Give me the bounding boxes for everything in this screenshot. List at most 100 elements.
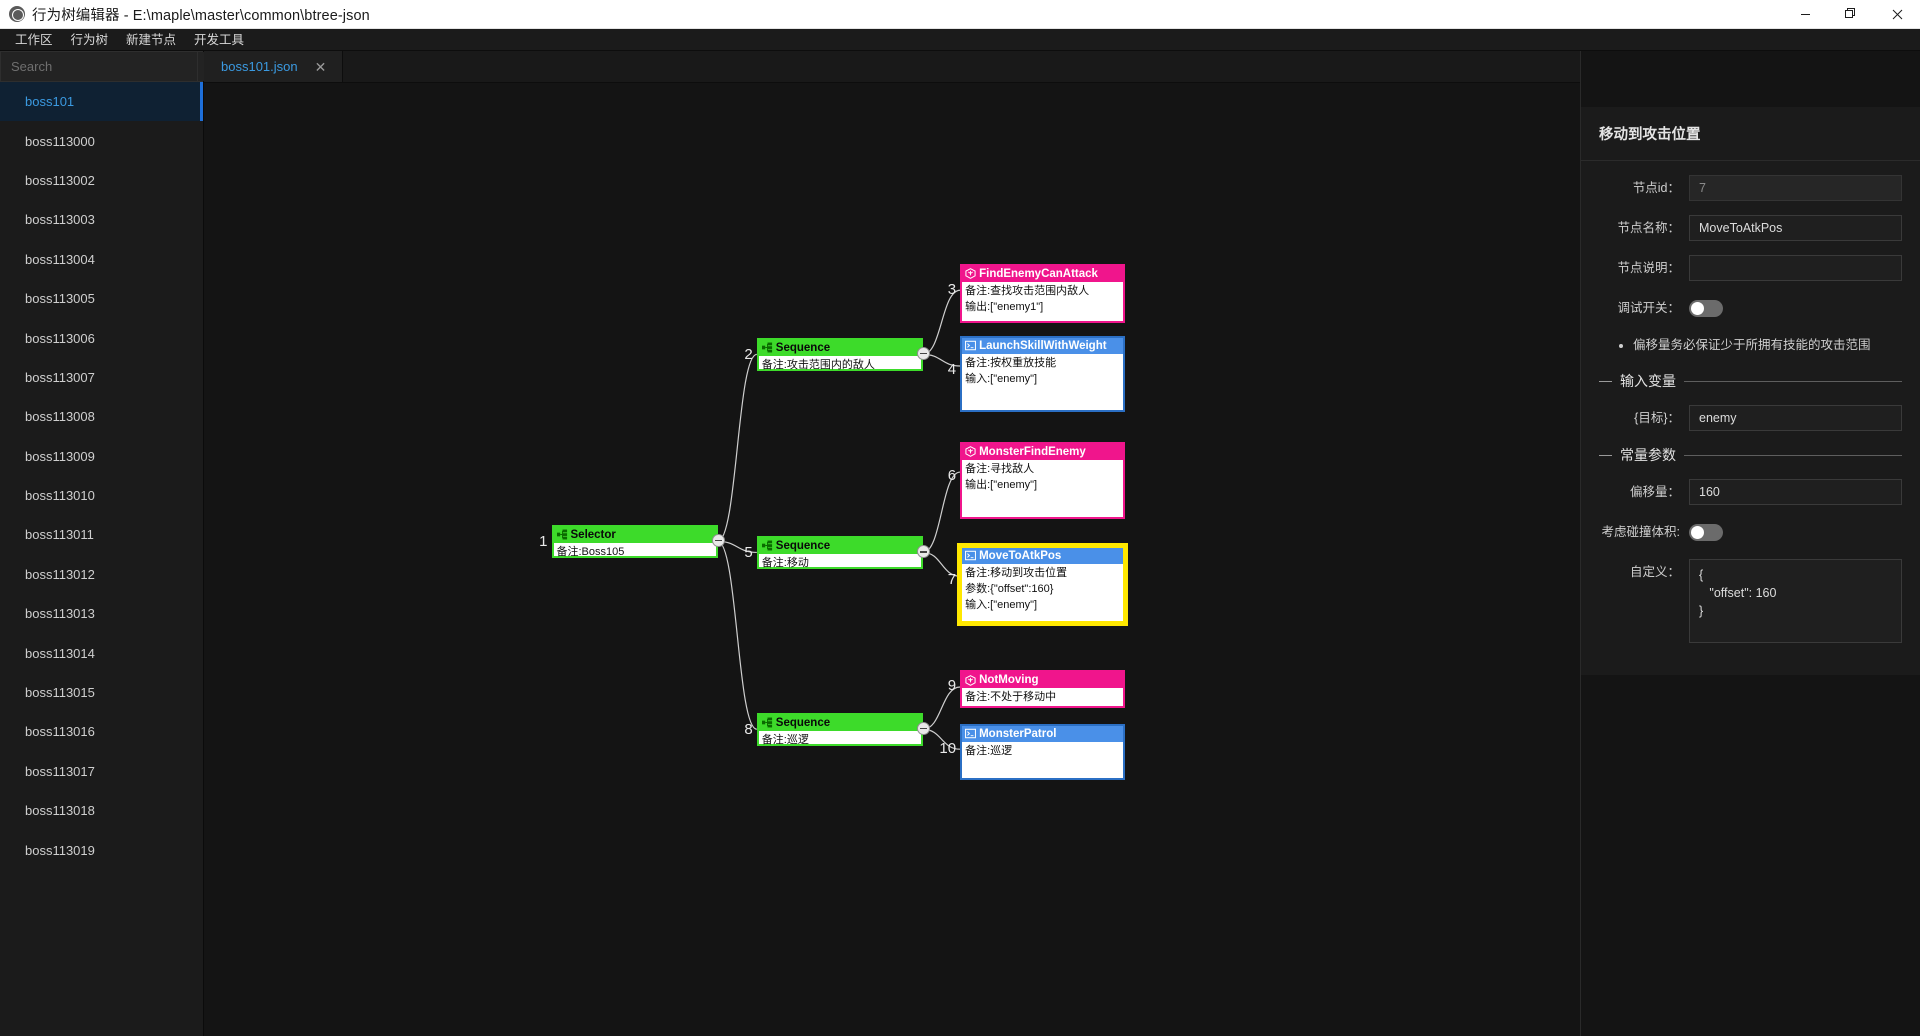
tree-node-index: 1 (539, 532, 548, 550)
composite-node-icon (556, 529, 567, 540)
sidebar-item-label: boss113008 (25, 409, 95, 425)
node-desc-label: 节点说明： (1617, 261, 1680, 275)
composite-node-icon (761, 342, 772, 353)
sidebar-item-boss113005[interactable]: boss113005 (0, 279, 203, 318)
tree-node-header: FindEnemyCanAttack (962, 265, 1124, 282)
section-const-params: 常量参数 (1599, 445, 1902, 465)
menu-bar: 工作区 行为树 新建节点 开发工具 (0, 29, 1920, 51)
app-logo-icon (9, 6, 25, 22)
sidebar-item-label: boss113000 (25, 133, 95, 149)
action-node-icon (965, 728, 977, 739)
sidebar-item-boss113003[interactable]: boss113003 (0, 200, 203, 239)
menu-behavior-tree[interactable]: 行为树 (70, 32, 109, 47)
minimize-button[interactable] (1782, 0, 1828, 29)
action-node-icon (965, 340, 977, 351)
sidebar-item-label: boss101 (25, 94, 75, 110)
tree-node-body: 备注:Boss105 (554, 543, 716, 563)
tree-node-line: 备注:Boss105 (556, 545, 625, 558)
collapse-toggle-dot[interactable] (917, 347, 931, 361)
minimize-icon (1800, 13, 1810, 15)
tree-node-body: 备注:移动 (759, 554, 921, 574)
sidebar-item-label: boss113010 (25, 488, 95, 504)
inspector-body: 节点id： 节点名称： 节点说明： 调试开关： (1581, 161, 1920, 675)
section-input-variables: 输入变量 (1599, 371, 1902, 391)
section-title-input: 输入变量 (1620, 373, 1676, 389)
tree-edge (718, 541, 757, 729)
sidebar-item-boss113006[interactable]: boss113006 (0, 318, 203, 357)
collapse-toggle-dot[interactable] (711, 534, 725, 548)
menu-workspace[interactable]: 工作区 (15, 32, 53, 47)
offset-input[interactable] (1689, 479, 1902, 505)
action-node-icon (965, 551, 977, 561)
tree-node-header: NotMoving (962, 672, 1124, 689)
tree-node-line: 备注:按权重放技能 (965, 356, 1057, 369)
collapse-dash-icon[interactable] (1599, 380, 1612, 382)
tree-node-index: 6 (947, 466, 957, 484)
sidebar-item-label: boss113017 (25, 763, 95, 779)
sidebar-item-boss113012[interactable]: boss113012 (0, 555, 203, 594)
tree-node-header: Sequence (758, 537, 922, 554)
section-rule-2 (1684, 454, 1902, 456)
sidebar-item-label: boss113006 (25, 330, 95, 346)
close-button[interactable] (1874, 0, 1920, 29)
sidebar-item-boss113014[interactable]: boss113014 (0, 633, 203, 672)
custom-json-textarea[interactable] (1689, 559, 1902, 643)
menu-new-node[interactable]: 新建节点 (126, 32, 177, 47)
sidebar-item-boss113013[interactable]: boss113013 (0, 594, 203, 633)
debug-switch-toggle[interactable] (1689, 300, 1723, 317)
search-input[interactable] (1, 52, 197, 81)
node-desc-input[interactable] (1689, 255, 1902, 281)
tree-node-header: Sequence (758, 714, 922, 731)
sidebar-item-boss113011[interactable]: boss113011 (0, 515, 203, 554)
sidebar-item-boss113015[interactable]: boss113015 (0, 673, 203, 712)
collapse-dash-icon-2[interactable] (1599, 454, 1612, 456)
tree-node-header: MonsterFindEnemy (962, 443, 1124, 460)
tree-node-index: 8 (744, 720, 753, 738)
tree-edge (718, 354, 757, 541)
sidebar-item-label: boss113012 (25, 566, 95, 582)
tab-boss101-json[interactable]: boss101.json ✕ (204, 51, 344, 82)
target-var-input[interactable] (1689, 405, 1902, 431)
collision-toggle[interactable] (1689, 524, 1723, 541)
inspector-card: 移动到攻击位置 节点id： 节点名称： 节点说明： (1581, 107, 1920, 675)
restore-icon (1845, 8, 1855, 18)
tab-close-icon[interactable]: ✕ (314, 58, 327, 75)
sidebar-item-boss113010[interactable]: boss113010 (0, 476, 203, 515)
sidebar-item-boss101[interactable]: boss101 (0, 82, 203, 122)
tree-node-index: 4 (947, 360, 957, 378)
collapse-toggle-dot[interactable] (917, 722, 931, 736)
section-rule (1684, 380, 1902, 382)
sidebar-item-boss113002[interactable]: boss113002 (0, 161, 203, 200)
title-bar: 行为树编辑器 - E:\maple\master\common\btree-js… (0, 0, 1920, 29)
toggle-knob (1691, 302, 1704, 315)
node-name-input[interactable] (1689, 215, 1902, 241)
sidebar-item-boss113004[interactable]: boss113004 (0, 240, 203, 279)
tree-node-title: FindEnemyCanAttack (979, 267, 1098, 280)
sidebar-item-boss113019[interactable]: boss113019 (0, 830, 203, 869)
sidebar-item-boss113008[interactable]: boss113008 (0, 397, 203, 436)
sidebar-item-boss113017[interactable]: boss113017 (0, 752, 203, 791)
node-id-input[interactable] (1689, 175, 1902, 201)
condition-node-icon (965, 446, 976, 458)
sidebar-item-boss113016[interactable]: boss113016 (0, 712, 203, 751)
menu-dev-tools[interactable]: 开发工具 (194, 32, 245, 47)
collapse-toggle-dot[interactable] (917, 545, 931, 559)
sidebar-item-boss113009[interactable]: boss113009 (0, 437, 203, 476)
sidebar-item-boss113007[interactable]: boss113007 (0, 358, 203, 397)
field-collision: 考虑碰撞体积: (1593, 519, 1902, 545)
sidebar-item-boss113000[interactable]: boss113000 (0, 121, 203, 160)
maximize-button[interactable] (1828, 0, 1874, 29)
sidebar-item-boss113018[interactable]: boss113018 (0, 791, 203, 830)
